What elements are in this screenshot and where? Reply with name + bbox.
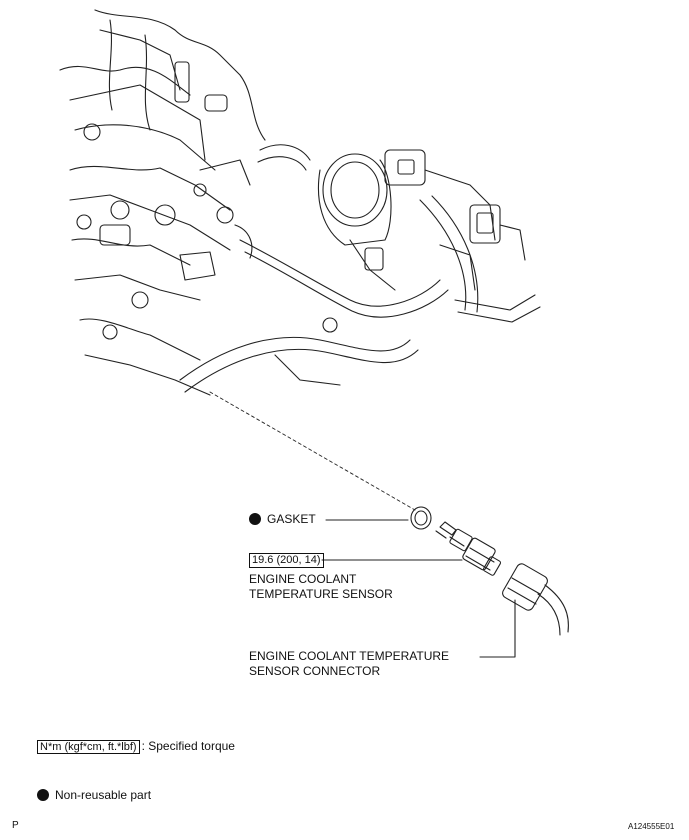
nonreusable-dot-icon (249, 513, 261, 525)
engine-block (59, 9, 266, 396)
legend-dot-icon (37, 789, 49, 801)
coolant-sensor (435, 521, 502, 576)
legend-nonreusable: Non-reusable part (37, 788, 151, 803)
legend-torque: N*m (kgf*cm, ft.*lbf): Specified torque (37, 739, 235, 754)
hoses (179, 144, 541, 393)
leader-line (209, 391, 416, 511)
torque-value-box: 19.6 (200, 14) (249, 553, 324, 568)
gasket-text: GASKET (267, 512, 316, 526)
sensor-label-line2: TEMPERATURE SENSOR (249, 587, 393, 601)
figure-id: A124555E01 (628, 822, 675, 831)
sensor-housing (439, 204, 526, 291)
legend-nonreusable-text: Non-reusable part (55, 788, 152, 802)
throttle-body (317, 149, 496, 291)
sensor-label-line1: ENGINE COOLANT (249, 572, 357, 586)
sensor-connector (502, 563, 569, 636)
corner-mark: P (12, 820, 19, 831)
gasket-label: GASKET (249, 512, 316, 527)
connector-label-line1: ENGINE COOLANT TEMPERATURE (249, 649, 450, 663)
connector-label-line2: SENSOR CONNECTOR (249, 664, 381, 678)
connector-callout (479, 599, 516, 658)
gasket-part (410, 506, 432, 530)
legend-torque-unit: N*m (kgf*cm, ft.*lbf) (37, 740, 140, 754)
legend-torque-desc: : Specified torque (141, 739, 235, 753)
